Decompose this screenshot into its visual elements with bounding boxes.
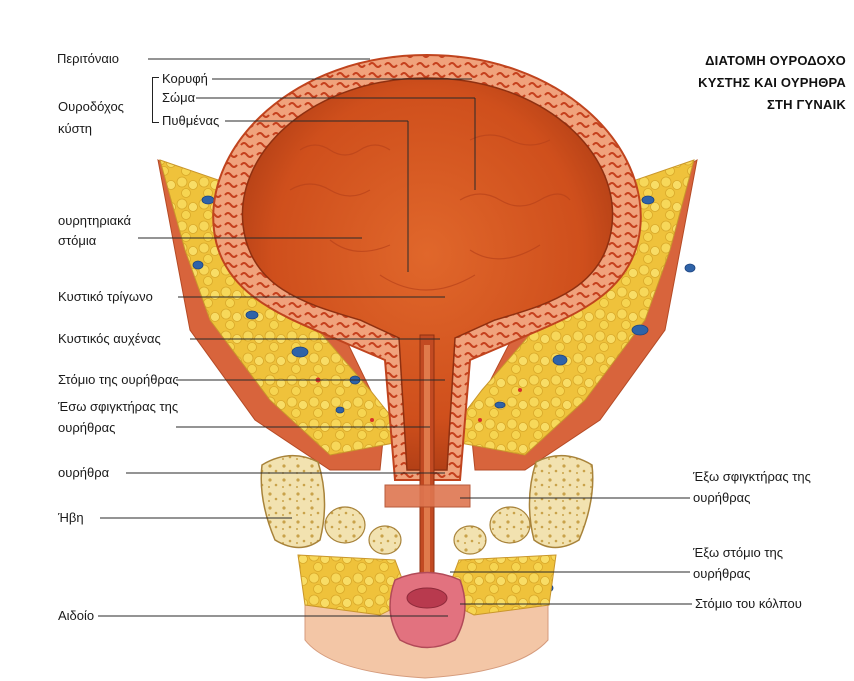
vulva <box>390 573 465 648</box>
label-peritoneum: Περιτόναιο <box>57 51 119 67</box>
label-external-sphincter-line1: Έξω σφιγκτήρας της <box>693 469 811 485</box>
label-fundus: Πυθμένας <box>162 113 219 129</box>
label-urethra: ουρήθρα <box>58 465 109 481</box>
label-urethral-orifice: Στόμιο της ουρήθρας <box>58 372 179 388</box>
right-pubic-bone <box>529 456 592 548</box>
label-ureteric-orifices-line1: ουρητηριακά <box>58 213 131 229</box>
bladder-parts-bracket <box>152 77 159 123</box>
label-internal-sphincter-line2: ουρήθρας <box>58 420 115 436</box>
label-vaginal-orifice: Στόμιο του κόλπου <box>695 596 802 612</box>
label-vulva: Αιδοίο <box>58 608 94 624</box>
label-bladder-neck: Κυστικός αυχένας <box>58 331 161 347</box>
external-sphincter-band <box>385 485 470 507</box>
label-trigone: Κυστικό τρίγωνο <box>58 289 153 305</box>
diagram-title: ΔΙΑΤΟΜΗ ΟΥΡΟΔΟΧΟ ΚΥΣΤΗΣ ΚΑΙ ΟΥΡΗΘΡΑ ΣΤΗ … <box>698 50 846 116</box>
title-line-1: ΔΙΑΤΟΜΗ ΟΥΡΟΔΟΧΟ <box>698 50 846 72</box>
left-pubic-bone <box>261 456 324 548</box>
label-external-orifice-line2: ουρήθρας <box>693 566 750 582</box>
vaginal-orifice <box>407 588 447 608</box>
label-ureteric-orifices-line2: στόμια <box>58 233 96 249</box>
label-pubis: Ήβη <box>58 510 84 526</box>
label-body: Σώμα <box>162 90 195 106</box>
label-bladder-line1: Ουροδόχος <box>58 99 124 115</box>
label-bladder-line2: κύστη <box>58 121 92 137</box>
label-apex: Κορυφή <box>162 71 208 87</box>
label-external-sphincter-line2: ουρήθρας <box>693 490 750 506</box>
title-line-3: ΣΤΗ ΓΥΝΑΙΚ <box>698 94 846 116</box>
title-line-2: ΚΥΣΤΗΣ ΚΑΙ ΟΥΡΗΘΡΑ <box>698 72 846 94</box>
label-external-orifice-line1: Έξω στόμιο της <box>693 545 783 561</box>
label-internal-sphincter-line1: Έσω σφιγκτήρας της <box>58 399 178 415</box>
